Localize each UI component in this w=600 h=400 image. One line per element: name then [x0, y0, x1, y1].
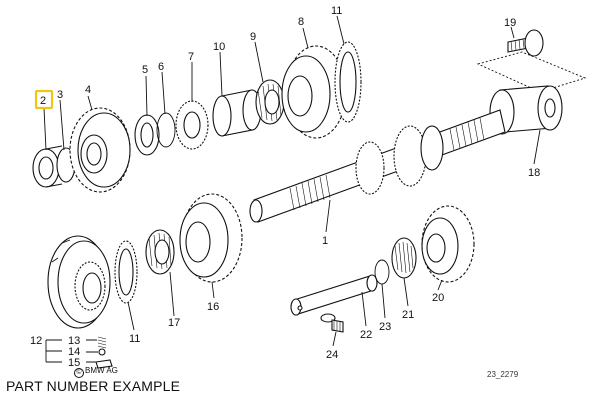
callout-13[interactable]: 13 — [68, 335, 80, 347]
callout-5[interactable]: 5 — [142, 64, 148, 76]
part-22-shaft-pin — [290, 274, 378, 316]
part-6-snap-ring — [156, 112, 176, 148]
part-11-synchro-ring-lower — [114, 240, 138, 304]
callout-7[interactable]: 7 — [188, 51, 194, 63]
part-5-shim — [134, 114, 160, 156]
part-4-gear — [69, 107, 131, 193]
callout-22[interactable]: 22 — [360, 329, 372, 341]
callout-4[interactable]: 4 — [85, 84, 91, 96]
part-19-bolt — [507, 29, 544, 57]
callout-8[interactable]: 8 — [298, 16, 304, 28]
callout-16[interactable]: 16 — [207, 301, 219, 313]
part-1-main-shaft — [249, 109, 506, 223]
callout-18[interactable]: 18 — [528, 167, 540, 179]
part-2-bearing — [32, 145, 63, 188]
callout-17[interactable]: 17 — [168, 317, 180, 329]
bolt-location-outline — [476, 51, 587, 93]
callout-2[interactable]: 2 — [40, 95, 46, 107]
part-14-ball — [98, 348, 106, 356]
diagram-reference-code: 23_2279 — [487, 370, 519, 379]
copyright-notice: ©BMW AG — [74, 366, 118, 378]
part-10-sleeve — [212, 89, 262, 137]
part-20-gear — [421, 205, 475, 283]
callout-21[interactable]: 21 — [402, 309, 414, 321]
callout-24[interactable]: 24 — [326, 349, 338, 361]
part-13-spring — [97, 336, 107, 349]
part-23-snap-ring — [374, 259, 390, 285]
part-7-hub — [175, 100, 209, 150]
callout-3[interactable]: 3 — [57, 89, 63, 101]
callout-10[interactable]: 10 — [213, 41, 225, 53]
callout-19[interactable]: 19 — [504, 17, 516, 29]
part-24-bolt — [320, 313, 344, 333]
part-16-gear — [179, 193, 243, 283]
callout-15[interactable]: 15 — [68, 357, 80, 369]
callout-20[interactable]: 20 — [432, 292, 444, 304]
callout-6[interactable]: 6 — [158, 61, 164, 73]
copyright-icon: © — [74, 368, 84, 378]
part-9-needle-bearing — [255, 79, 285, 125]
part-12-synchro-hub — [47, 235, 111, 329]
leader-lines — [43, 15, 541, 363]
callout-11-lower[interactable]: 11 — [129, 333, 140, 345]
part-11-synchro-ring-upper — [334, 41, 362, 123]
callout-12[interactable]: 12 — [30, 335, 42, 347]
callout-1[interactable]: 1 — [322, 235, 328, 247]
part-8-gear — [281, 45, 347, 139]
copyright-text: BMW AG — [85, 366, 118, 375]
part-17-needle-bearing — [145, 229, 175, 275]
part-21-needle-bearing — [391, 237, 417, 279]
callout-23[interactable]: 23 — [379, 321, 391, 333]
highlight-box — [34, 89, 54, 110]
callout-11-upper[interactable]: 11 — [331, 5, 342, 17]
part-15-plate — [95, 359, 113, 369]
part-number-example-caption: PART NUMBER EXAMPLE — [6, 378, 181, 394]
callout-9[interactable]: 9 — [250, 31, 256, 43]
callout-14[interactable]: 14 — [68, 346, 80, 358]
